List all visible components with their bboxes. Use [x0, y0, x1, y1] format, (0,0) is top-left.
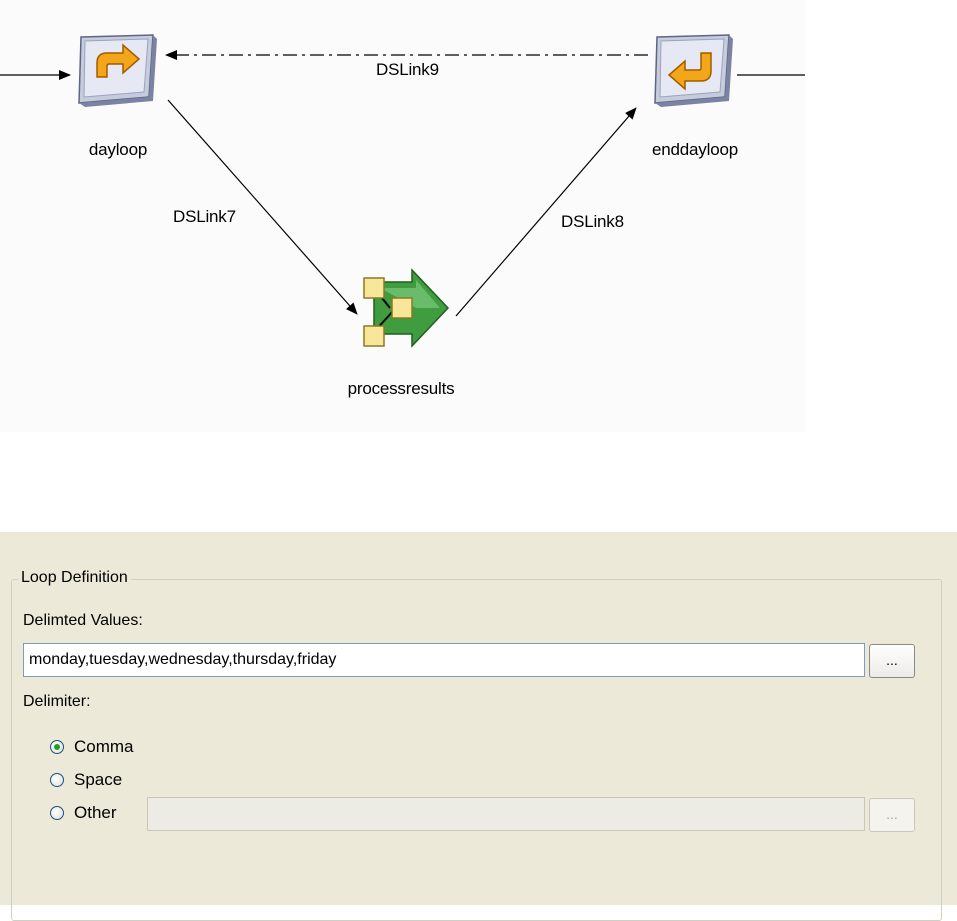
job-canvas[interactable]: dayloop enddayloop processresults DSLink… [0, 0, 805, 432]
comma-radio-label[interactable]: Comma [74, 737, 134, 756]
link-label-dslink7: DSLink7 [173, 207, 236, 226]
loop-start-icon[interactable] [77, 33, 167, 111]
sequence-job-icon[interactable] [360, 268, 452, 360]
stage-label-enddayloop: enddayloop [652, 140, 738, 159]
delimited-values-browse-button[interactable]: ... [869, 644, 915, 678]
space-radio[interactable] [50, 773, 64, 787]
delimited-values-label: Delimted Values: [23, 612, 143, 629]
link-label-dslink9: DSLink9 [376, 60, 439, 79]
dslink8-line[interactable] [455, 107, 637, 317]
loop-definition-group [11, 579, 942, 921]
link-label-dslink8: DSLink8 [561, 212, 624, 231]
delimiter-option-comma[interactable]: Comma [50, 737, 134, 757]
other-radio-label[interactable]: Other [74, 803, 117, 822]
other-radio[interactable] [50, 806, 64, 820]
comma-radio[interactable] [50, 740, 64, 754]
other-delimiter-input[interactable] [147, 797, 865, 831]
stage-label-processresults: processresults [347, 379, 455, 398]
space-radio-label[interactable]: Space [74, 770, 123, 789]
dslink7-line[interactable] [167, 99, 358, 315]
delimited-values-input[interactable] [23, 643, 865, 677]
delimiter-label: Delimiter: [23, 693, 91, 710]
delimiter-option-other[interactable]: Other [50, 803, 117, 823]
stage-label-dayloop: dayloop [88, 140, 148, 159]
link-layer [0, 50, 805, 317]
other-delimiter-browse-button[interactable]: ... [869, 798, 915, 832]
loop-end-icon[interactable] [653, 33, 743, 111]
loop-definition-title: Loop Definition [18, 569, 131, 587]
delimiter-option-space[interactable]: Space [50, 770, 122, 790]
loop-definition-panel: Loop Definition Delimted Values: ... Del… [0, 532, 957, 921]
